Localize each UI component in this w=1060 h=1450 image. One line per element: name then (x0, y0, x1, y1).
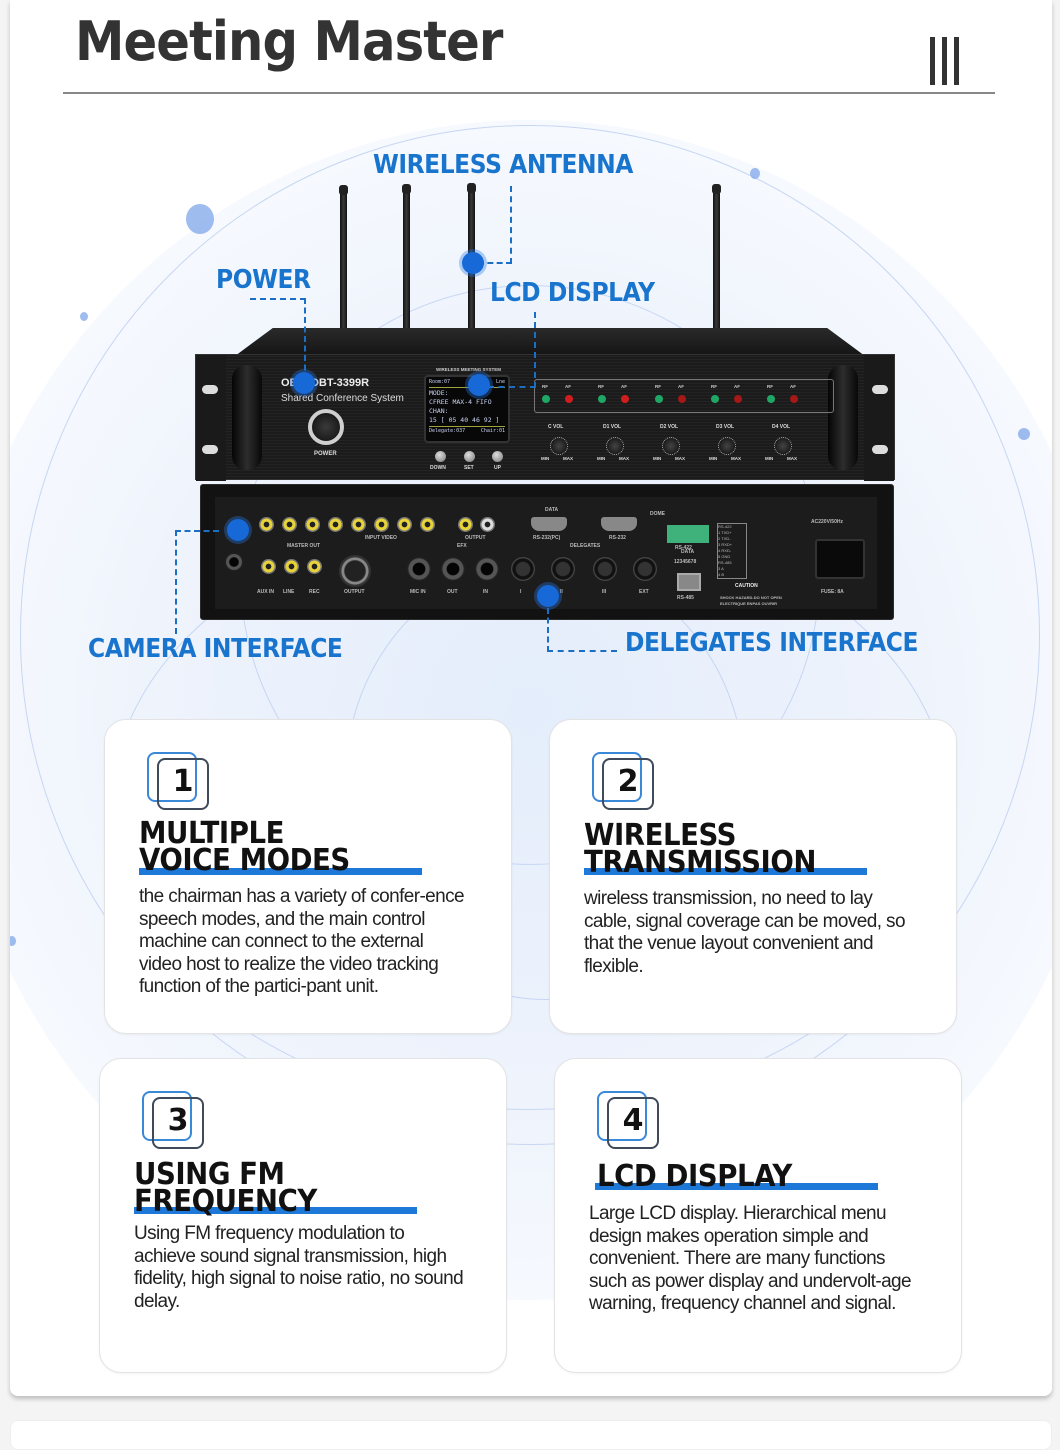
caution-label: CAUTION (735, 583, 758, 589)
video-input-jack[interactable] (305, 517, 320, 532)
decorative-bubble (80, 312, 88, 321)
camera-pin-marker (227, 519, 249, 541)
triple-bar-icon (930, 37, 966, 85)
callout-delegates-interface: DELEGATES INTERFACE (625, 628, 919, 658)
delegate-port-iii[interactable] (593, 557, 617, 581)
product-subtitle: Shared Conference System (281, 393, 404, 404)
next-section-card (10, 1420, 1052, 1450)
rf-led (542, 395, 550, 403)
video-output-jack[interactable] (458, 517, 473, 532)
efx-in-jack[interactable] (475, 557, 499, 581)
down-button[interactable] (435, 451, 446, 462)
mic-in-jack[interactable] (407, 557, 431, 581)
device-rear-panel: INPUT VIDEO OUTPUT MASTER OUT AUX IN LIN… (200, 484, 894, 620)
feature-description: wireless transmission, no need to lay ca… (584, 888, 906, 977)
rec-jack[interactable] (307, 559, 322, 574)
product-page: Meeting Master OBT OBT-3399R Shared Conf… (10, 0, 1052, 1396)
delegate-port-ii[interactable] (551, 557, 575, 581)
delegate-port-ext[interactable] (633, 557, 657, 581)
decorative-bubble (186, 204, 214, 234)
callout-wireless-antenna: WIRELESS ANTENNA (373, 150, 633, 180)
feature-card-4: 4 LCD DISPLAY Large LCD display. Hierarc… (554, 1058, 962, 1373)
dc-jack[interactable] (225, 553, 243, 571)
callout-camera-interface: CAMERA INTERFACE (88, 634, 343, 664)
video-input-jack[interactable] (282, 517, 297, 532)
video-input-jack[interactable] (328, 517, 343, 532)
rf-led (711, 395, 719, 403)
decorative-bubble (750, 168, 760, 179)
ac-power-inlet[interactable] (815, 539, 865, 579)
af-led (790, 395, 798, 403)
feature-description: Large LCD display. Hierarchical menu des… (589, 1203, 912, 1315)
pin-table: RS-422 1 TXD+ 2 TXD- 3 RXD+ 4 RXD- 5 GND… (717, 523, 747, 579)
page-title: Meeting Master (75, 10, 503, 73)
title-divider (63, 92, 995, 94)
device-front-panel: OBT OBT-3399R Shared Conference System P… (195, 328, 895, 481)
video-input-jack[interactable] (259, 517, 274, 532)
d3-vol-knob[interactable] (718, 437, 736, 455)
rf-led (655, 395, 663, 403)
d4-vol-knob[interactable] (774, 437, 792, 455)
decorative-bubble (1018, 428, 1030, 440)
video-input-jack[interactable] (397, 517, 412, 532)
number-badge: 3 (142, 1091, 204, 1149)
af-led (621, 395, 629, 403)
video-input-jack[interactable] (374, 517, 389, 532)
up-button[interactable] (492, 451, 503, 462)
d1-vol-knob[interactable] (606, 437, 624, 455)
delegate-port-i[interactable] (511, 557, 535, 581)
feature-description: the chairman has a variety of confer-enc… (139, 886, 465, 998)
feature-title: LCD DISPLAY (597, 1159, 792, 1194)
dome-terminal-block[interactable] (667, 525, 709, 543)
number-badge: 4 (597, 1091, 659, 1149)
xlr-output[interactable] (339, 555, 371, 587)
video-output-jack[interactable] (480, 517, 495, 532)
af-led (678, 395, 686, 403)
af-led (565, 395, 573, 403)
number-badge: 2 (592, 752, 654, 810)
rs485-port[interactable] (677, 573, 701, 591)
power-pin-marker (293, 372, 315, 394)
video-input-jack[interactable] (351, 517, 366, 532)
rs232-port[interactable] (601, 517, 637, 531)
delegates-pin-marker (537, 585, 559, 607)
rf-led (598, 395, 606, 403)
decorative-ring (20, 125, 1040, 1145)
power-label: POWER (314, 451, 337, 457)
feature-description: Using FM frequency modulation to achieve… (134, 1223, 464, 1312)
video-input-jack[interactable] (420, 517, 435, 532)
decorative-bubble (10, 936, 16, 946)
rs232-pc-port[interactable] (531, 517, 567, 531)
c-vol-knob[interactable] (550, 437, 568, 455)
antenna (339, 185, 348, 333)
aux-in-jack[interactable] (261, 559, 276, 574)
rack-handle (232, 365, 262, 470)
efx-out-jack[interactable] (441, 557, 465, 581)
d2-vol-knob[interactable] (662, 437, 680, 455)
antenna (402, 184, 411, 333)
line-jack[interactable] (284, 559, 299, 574)
af-led (734, 395, 742, 403)
set-button[interactable] (464, 451, 475, 462)
lcd-header: WIRELESS MEETING SYSTEM (436, 367, 502, 372)
antenna-pin-marker (462, 252, 484, 274)
callout-power: POWER (216, 265, 311, 295)
number-badge: 1 (147, 752, 209, 810)
lcd-pin-marker (468, 374, 490, 396)
antenna (712, 184, 721, 333)
model-number: OBT-3399R (310, 377, 370, 389)
rf-led (767, 395, 775, 403)
callout-lcd-display: LCD DISPLAY (490, 278, 655, 308)
power-button[interactable] (308, 409, 344, 445)
